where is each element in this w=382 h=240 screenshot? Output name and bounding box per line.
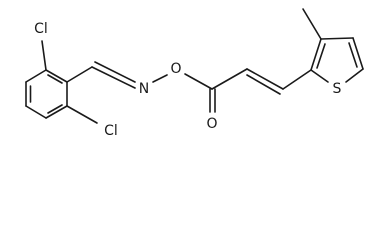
- bond-ring-to-ch: [66, 66, 93, 83]
- bond-ring-1: [25, 69, 47, 83]
- atom-oxygen-ether: O: [170, 61, 181, 77]
- bond-thio-c4-c5: [352, 37, 364, 70]
- bond-thio-c4-c5-double: [348, 42, 358, 68]
- bond-thio-c2-c3-double: [316, 43, 326, 69]
- bond-methyl: [302, 8, 322, 40]
- bond-thio-c2-c3: [310, 38, 322, 71]
- thiophene-ring: [310, 37, 364, 83]
- bond-ring-6: [45, 69, 68, 83]
- atom-cl-top: Cl: [34, 21, 48, 37]
- atom-cl-bottom: Cl: [104, 123, 118, 139]
- bond-thio-c3-c4: [320, 37, 354, 40]
- benzene-ring: [25, 69, 68, 119]
- bond-ring-3: [25, 105, 47, 119]
- bond-c-n-1: [91, 66, 136, 89]
- atom-sulfur: S: [333, 81, 342, 97]
- atom-nitrogen: N: [139, 81, 149, 97]
- bond-o-carbonyl-c: [184, 73, 213, 90]
- chemical-structure-diagram: Cl Cl N O O S: [25, 8, 364, 139]
- bond-thio-c5-s: [345, 68, 364, 83]
- bond-thio-s-c2: [310, 69, 329, 83]
- bond-ring-4: [45, 105, 68, 119]
- bond-alkene-1: [246, 68, 284, 90]
- bond-ring-double-2: [47, 104, 63, 114]
- atom-oxygen-carbonyl: O: [206, 116, 217, 132]
- bond-n-o: [152, 74, 168, 83]
- bond-alkene-to-thiophene: [282, 69, 312, 90]
- bond-c-n-2: [94, 61, 136, 83]
- bond-ring-double-3: [47, 74, 63, 84]
- bond-cl-top: [41, 40, 47, 71]
- bond-cl-bottom: [66, 105, 98, 124]
- bond-carbonyl-to-alkene: [211, 68, 248, 90]
- bond-alkene-2: [246, 74, 281, 95]
